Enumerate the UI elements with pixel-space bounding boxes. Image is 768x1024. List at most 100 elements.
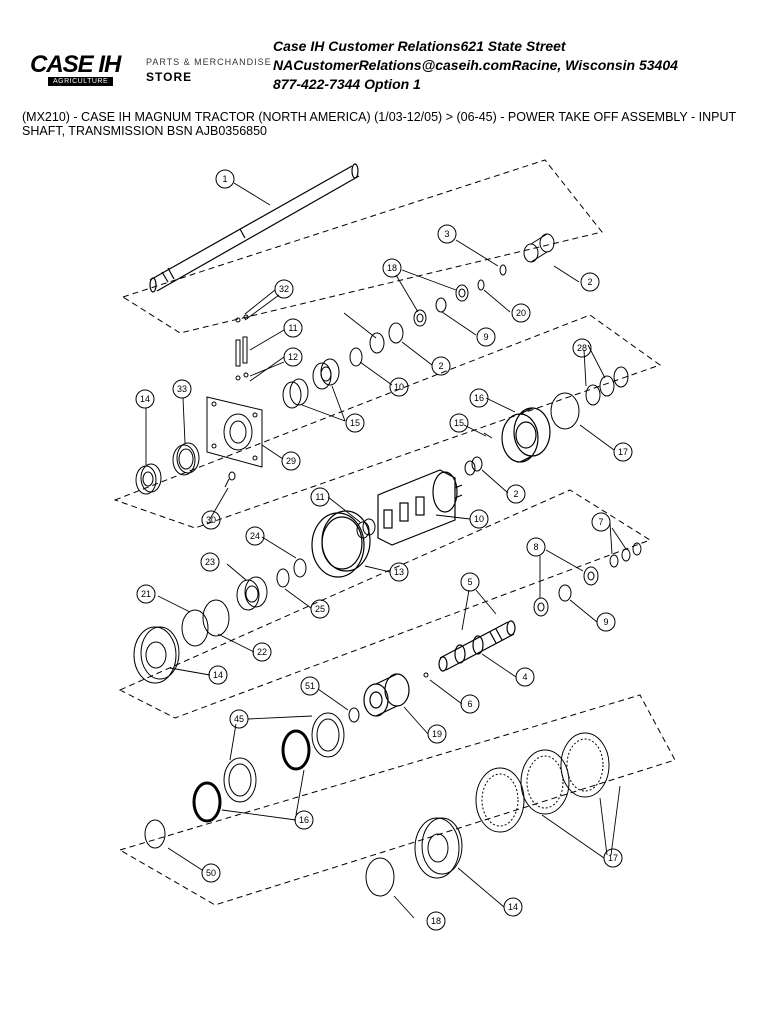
snap-ring — [365, 857, 395, 897]
group-outline-3 — [118, 489, 652, 719]
callout-label: 29 — [286, 456, 296, 466]
callout-label: 16 — [474, 393, 484, 403]
washer-part — [583, 566, 599, 586]
callout-labels: 1 2 3 18 20 9 32 11 12 10 2 15 14 33 29 … — [140, 174, 628, 926]
splined-hub — [363, 673, 410, 717]
roller-bearing — [312, 358, 340, 390]
ring-part — [276, 568, 290, 588]
ring-part — [632, 542, 642, 556]
callout-label: 22 — [257, 647, 267, 657]
callout-label: 25 — [315, 604, 325, 614]
ring-part — [558, 584, 572, 602]
flange-plate — [206, 396, 263, 468]
case-ih-logo: CASE IH AGRICULTURE — [30, 52, 210, 90]
callout-label: 14 — [213, 670, 223, 680]
callout-label: 3 — [444, 229, 449, 239]
ring-part — [599, 375, 615, 397]
callout-label: 9 — [603, 617, 608, 627]
callout-label: 14 — [508, 902, 518, 912]
snap-ring — [550, 392, 580, 430]
ring-part — [499, 264, 507, 276]
callout-label: 2 — [513, 489, 518, 499]
callout-label: 33 — [177, 384, 187, 394]
sleeve-part — [523, 233, 555, 263]
ring-part — [585, 384, 601, 406]
ring-part — [609, 554, 619, 568]
callout-label: 17 — [618, 447, 628, 457]
callout-label: 28 — [577, 343, 587, 353]
bearing-33 — [172, 442, 200, 476]
callout-label: 51 — [305, 681, 315, 691]
contact-line-1: Case IH Customer Relations621 State Stre… — [273, 38, 566, 54]
callout-label: 9 — [483, 332, 488, 342]
pto-shaft — [438, 620, 516, 672]
ball-part — [423, 672, 429, 678]
callout-label: 11 — [315, 492, 324, 502]
logo-subtext: AGRICULTURE — [48, 77, 114, 86]
callout-label: 15 — [350, 418, 360, 428]
ring-part — [349, 347, 363, 367]
logo-text: CASE IH — [30, 51, 121, 78]
breadcrumb: (MX210) - CASE IH MAGNUM TRACTOR (NORTH … — [22, 110, 736, 138]
callout-label: 24 — [250, 531, 260, 541]
callout-label: 16 — [299, 815, 309, 825]
ring-part — [621, 548, 631, 562]
callout-circles — [135, 169, 633, 931]
washer-part — [533, 597, 549, 617]
contact-line-2[interactable]: NACustomerRelations@caseih.comRacine, Wi… — [273, 57, 678, 73]
bushing — [464, 456, 483, 476]
store-title: STORE — [146, 70, 193, 84]
callout-label: 8 — [533, 542, 538, 552]
callout-label: 45 — [234, 714, 244, 724]
callout-label: 1 — [222, 174, 227, 184]
pins — [235, 314, 249, 381]
washer-part — [413, 309, 427, 327]
callout-label: 21 — [141, 589, 151, 599]
bolt — [224, 471, 236, 488]
ring-part — [435, 297, 447, 313]
separator-plate — [223, 757, 257, 803]
callout-label: 30 — [206, 515, 216, 525]
bearing-23 — [236, 576, 268, 611]
group-outlines — [113, 159, 676, 906]
callout-label: 23 — [205, 557, 215, 567]
ring-part — [369, 332, 385, 354]
callout-label: 18 — [431, 916, 441, 926]
store-subtitle: PARTS & MERCHANDISE — [146, 57, 272, 67]
callout-label: 5 — [467, 577, 472, 587]
group-outline-1 — [121, 159, 603, 334]
callout-label: 10 — [474, 514, 484, 524]
gear-16 — [501, 407, 551, 463]
bearing-race — [282, 378, 309, 409]
callout-label: 17 — [608, 853, 618, 863]
group-outline-2 — [113, 314, 662, 529]
callout-label: 32 — [279, 284, 289, 294]
clutch-hub — [377, 469, 463, 546]
callout-label: 18 — [387, 263, 397, 273]
piston-plate — [414, 817, 463, 879]
snap-ring — [144, 819, 166, 849]
callout-label: 12 — [288, 352, 298, 362]
ring-part — [348, 707, 360, 723]
callout-label: 13 — [394, 567, 404, 577]
callout-label: 11 — [288, 323, 297, 333]
callout-label: 19 — [432, 729, 442, 739]
callout-label: 50 — [206, 868, 216, 878]
input-shaft — [149, 163, 360, 293]
callout-label: 7 — [598, 517, 603, 527]
group-outline-4 — [118, 694, 676, 906]
ring-part — [613, 366, 629, 388]
seal-ring — [202, 599, 230, 637]
friction-disc — [281, 729, 311, 771]
contact-block: Case IH Customer Relations621 State Stre… — [273, 37, 678, 94]
leader-lines — [145, 182, 627, 919]
callout-label: 2 — [438, 361, 443, 371]
ring-part — [388, 322, 404, 344]
washer-part — [455, 284, 469, 302]
ring-gear — [311, 510, 371, 578]
seal-ring — [181, 609, 209, 647]
pin — [483, 432, 493, 439]
separator-plate — [311, 712, 345, 758]
friction-pack — [475, 732, 610, 833]
